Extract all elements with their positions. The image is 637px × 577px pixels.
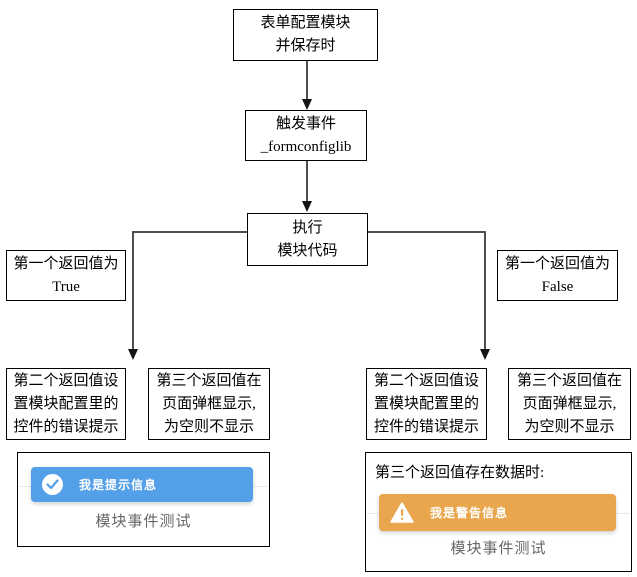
node-left-third-return: 第三个返回值在 页面弹框显示, 为空则不显示 bbox=[148, 368, 270, 440]
branch-left-vertical-line bbox=[132, 231, 134, 349]
node-line: 置模块配置里的 bbox=[13, 395, 119, 412]
node-line: 第三个返回值在 bbox=[516, 372, 622, 389]
node-line: 模块代码 bbox=[277, 242, 338, 259]
node-execute-module-code: 执行 模块代码 bbox=[247, 213, 368, 266]
branch-right-horizontal-line bbox=[368, 231, 485, 233]
node-line: 第三个返回值在 bbox=[156, 372, 262, 389]
info-toast: 我是提示信息 bbox=[31, 467, 253, 502]
node-line: 控件的错误提示 bbox=[373, 418, 479, 435]
node-line: _formconfiglib bbox=[260, 138, 352, 155]
node-left-second-return: 第二个返回值设 置模块配置里的 控件的错误提示 bbox=[6, 368, 126, 440]
arrow-trigger-to-execute-line bbox=[306, 161, 308, 201]
preview-warning-toast: 第三个返回值存在数据时: 我是警告信息 模块事件测试 bbox=[365, 452, 632, 572]
node-line: 为空则不显示 bbox=[524, 418, 615, 435]
node-line: 页面弹框显示, bbox=[162, 395, 256, 412]
preview-info-toast: 我是提示信息 模块事件测试 bbox=[17, 452, 270, 547]
arrow-down-icon bbox=[480, 349, 490, 360]
node-line: 第一个返回值为 bbox=[13, 255, 119, 272]
node-line: 置模块配置里的 bbox=[373, 395, 479, 412]
node-line: 第二个返回值设 bbox=[13, 372, 119, 389]
node-line: 触发事件 bbox=[275, 115, 336, 132]
node-trigger-event: 触发事件 _formconfiglib bbox=[245, 110, 367, 161]
check-circle-icon bbox=[42, 474, 63, 495]
warning-toast: 我是警告信息 bbox=[379, 494, 616, 531]
arrow-start-to-trigger-line bbox=[306, 61, 308, 101]
node-line: 表单配置模块 bbox=[260, 15, 351, 31]
third-return-note: 第三个返回值存在数据时: bbox=[375, 465, 545, 481]
node-return-true: 第一个返回值为 True bbox=[6, 250, 126, 301]
arrow-down-icon bbox=[302, 99, 312, 110]
node-line: 并保存时 bbox=[275, 38, 336, 54]
node-line: 第一个返回值为 bbox=[504, 255, 610, 272]
node-line: True bbox=[52, 278, 80, 295]
node-right-third-return: 第三个返回值在 页面弹框显示, 为空则不显示 bbox=[508, 368, 631, 440]
node-line: 第二个返回值设 bbox=[373, 372, 479, 389]
toast-message: 我是提示信息 bbox=[79, 478, 158, 492]
node-form-config-save: 表单配置模块 并保存时 bbox=[233, 9, 378, 61]
warning-triangle-icon bbox=[390, 502, 414, 523]
toast-message: 我是警告信息 bbox=[430, 506, 509, 520]
node-line: 执行 bbox=[292, 219, 323, 236]
node-line: 为空则不显示 bbox=[163, 418, 254, 435]
node-line: False bbox=[541, 278, 574, 295]
module-event-test-caption: 模块事件测试 bbox=[95, 513, 192, 530]
branch-right-vertical-line bbox=[484, 231, 486, 349]
branch-left-horizontal-line bbox=[133, 231, 247, 233]
module-event-test-caption: 模块事件测试 bbox=[450, 540, 547, 557]
arrow-down-icon bbox=[302, 201, 312, 212]
node-right-second-return: 第二个返回值设 置模块配置里的 控件的错误提示 bbox=[366, 368, 487, 440]
node-line: 页面弹框显示, bbox=[522, 395, 617, 412]
node-line: 控件的错误提示 bbox=[13, 418, 119, 435]
node-return-false: 第一个返回值为 False bbox=[497, 250, 618, 301]
arrow-down-icon bbox=[128, 349, 138, 360]
